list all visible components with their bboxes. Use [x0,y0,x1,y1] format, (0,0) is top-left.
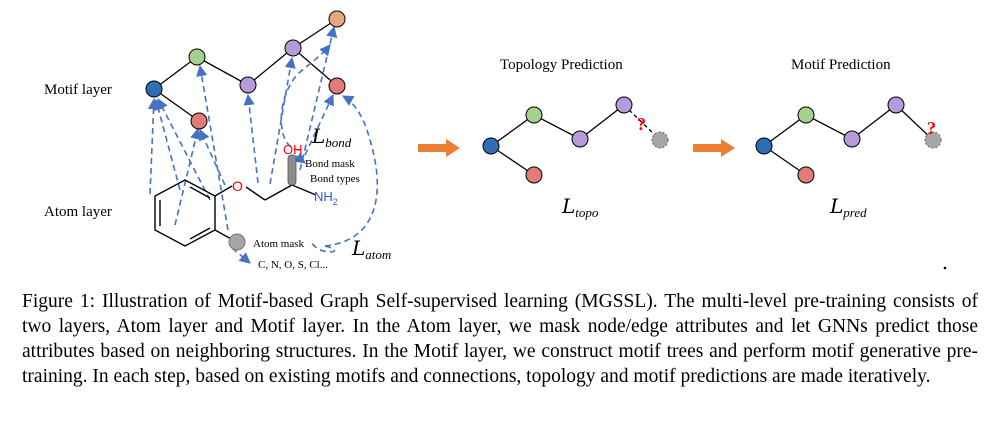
topology-nodes [482,96,669,184]
figure-caption: Figure 1: Illustration of Motif-based Gr… [22,289,978,389]
stray-dot [943,266,947,270]
mapping-arrows [147,25,379,264]
atom-types-label: C, N, O, S, Cl... [258,259,328,271]
hydroxyl-label: OH [283,142,303,157]
topology-question-mark: ? [637,114,646,134]
molecule [154,179,317,247]
pred-node-purple [843,130,861,148]
loss-bond: Lbond [311,124,352,150]
amine-label: NH2 [314,189,338,207]
motif-node-blue [145,80,163,98]
motif-pred-edges [763,104,934,176]
mgssl-figure: Motif layer Atom layer [44,10,947,271]
loss-topo: Ltopo [561,194,599,220]
topo-node-green [525,106,543,124]
process-arrow-2 [693,139,735,157]
motif-tree-nodes [145,10,346,130]
motif-node-orange [328,10,346,28]
motif-node-green [188,48,206,66]
motif-node-red [328,77,346,95]
pred-node-blue [755,137,773,155]
atom-mask-node [228,233,246,251]
motif-node-purple [284,39,302,57]
oxygen-atom: O [232,178,243,194]
caption-text: Illustration of Motif-based Graph Self-s… [22,291,979,387]
motif-pred-nodes [755,96,942,184]
pred-node-purple [887,96,905,114]
loss-pred: Lpred [829,194,867,220]
topo-node-red [525,166,543,184]
motif-prediction-title: Motif Prediction [791,57,891,73]
process-arrow-1 [418,139,460,157]
topo-node-blue [482,137,500,155]
motif-tree-edges [153,18,338,122]
topology-title: Topology Prediction [500,57,623,73]
motif-node-red [190,112,208,130]
atom-mask-label: Atom mask [253,238,305,250]
pred-node-red [797,166,815,184]
motif-node-purple [239,76,257,94]
pred-node-green [797,106,815,124]
bond-mask-label: Bond mask [305,158,355,170]
motif-question-mark: ? [927,118,936,138]
pred-node-candidate [924,131,942,149]
caption-label: Figure 1: [22,291,96,312]
bond-types-label: Bond types [310,173,360,185]
topo-node-purple [571,130,589,148]
motif-layer-label: Motif layer [44,82,112,98]
topo-node-purple [615,96,633,114]
atom-layer-label: Atom layer [44,204,112,220]
loss-atom: Latom [351,236,391,262]
bond-mask-bar [287,154,297,186]
topo-node-candidate [651,131,669,149]
